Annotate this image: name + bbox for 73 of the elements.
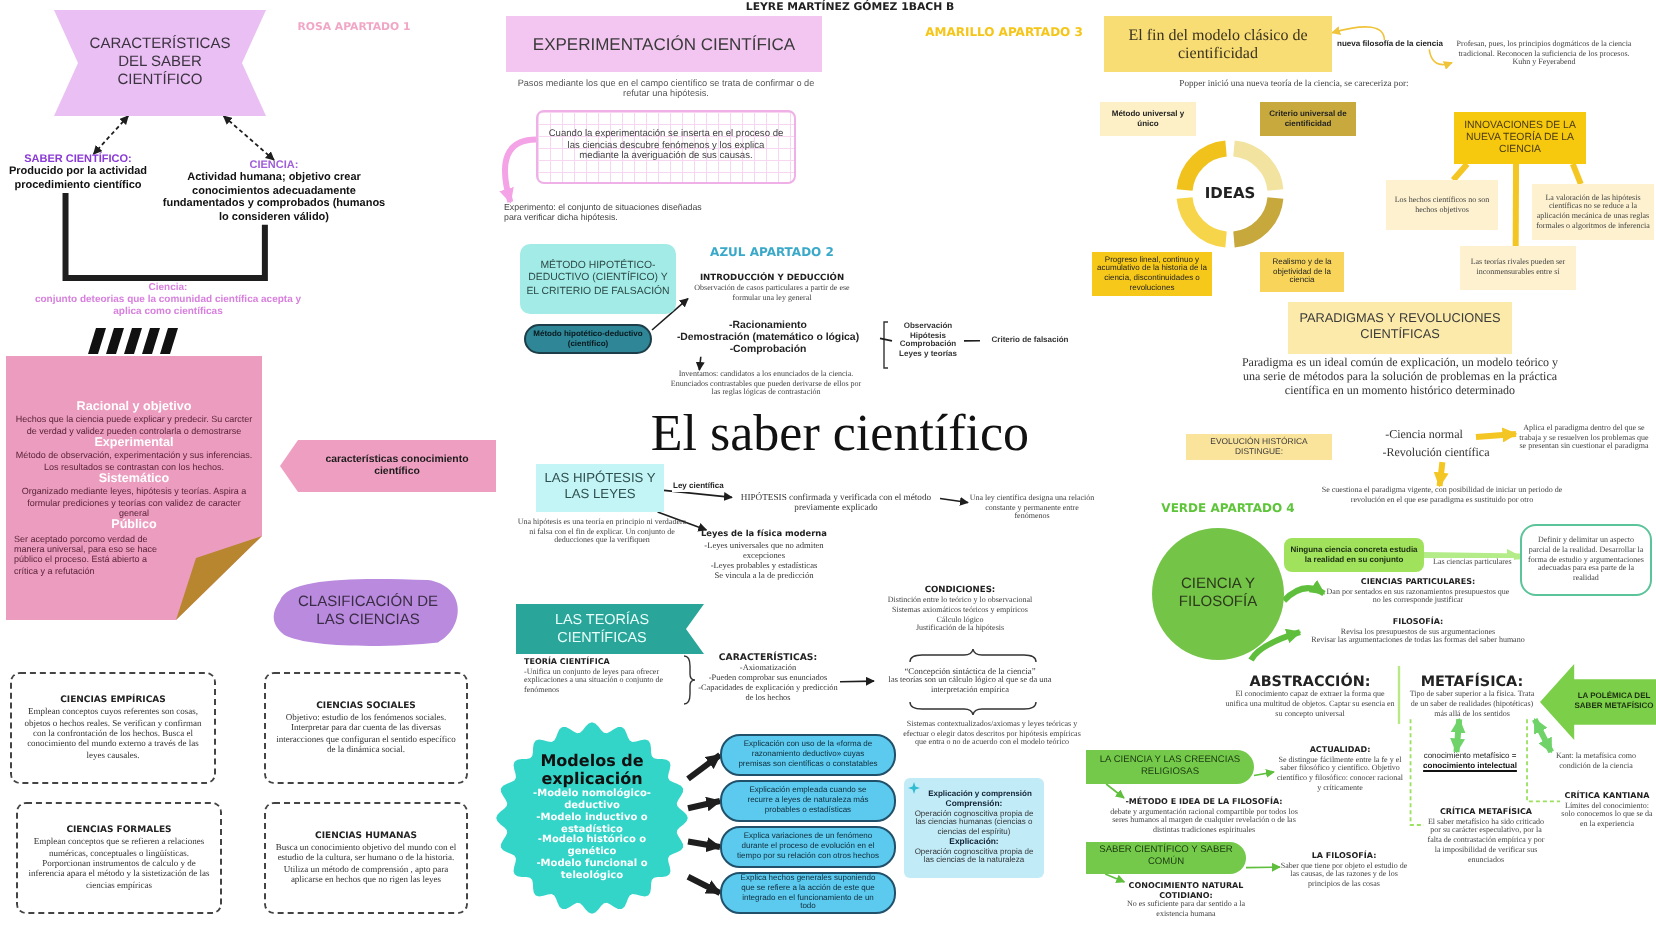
connector-line <box>1526 718 1561 803</box>
title-box <box>520 244 676 314</box>
arrow <box>1428 48 1453 70</box>
title-text: El fin del modelo clásico de cientificidad <box>1126 25 1310 63</box>
connector-line <box>879 337 893 342</box>
arrow <box>656 511 708 532</box>
idea-box <box>1100 102 1196 136</box>
arrow-banner <box>1540 664 1656 740</box>
page-title: El saber científico <box>648 406 1032 460</box>
connector-line <box>1450 162 1470 182</box>
arrow <box>1281 580 1326 603</box>
note-card <box>536 110 796 184</box>
dashed-box <box>264 802 468 914</box>
title-box <box>1288 302 1512 354</box>
connector-line <box>1409 718 1425 826</box>
pill-box <box>720 826 896 868</box>
arrow <box>1331 26 1386 41</box>
title-box <box>1454 112 1586 164</box>
pill-box <box>524 324 652 354</box>
arrow <box>686 752 722 782</box>
connector-line <box>1570 162 1584 186</box>
idea-box <box>1260 102 1356 136</box>
pill-box <box>720 780 896 822</box>
arrow <box>1475 427 1518 443</box>
connector-line <box>62 192 268 281</box>
idea-ring <box>1176 140 1284 248</box>
arrow <box>1423 548 1522 564</box>
double-arrow <box>92 115 130 155</box>
arrow <box>1104 873 1126 884</box>
info-card <box>904 778 1044 878</box>
arrow <box>839 676 875 686</box>
arrow <box>1253 768 1275 778</box>
title-box <box>506 16 822 72</box>
pill-box <box>720 872 896 914</box>
dashed-box <box>264 672 468 784</box>
arrow <box>939 496 969 506</box>
connector-line <box>963 339 981 342</box>
arrow-banner <box>280 440 496 492</box>
outlined-card <box>1520 524 1652 596</box>
scalloped-badge <box>496 720 688 916</box>
dashed-box <box>16 802 222 914</box>
arrow <box>1248 629 1302 662</box>
title-box <box>1104 16 1332 72</box>
arrow <box>687 837 722 853</box>
dashed-box <box>10 672 216 784</box>
ribbon-banner <box>54 10 266 116</box>
double-arrow <box>1532 717 1554 754</box>
arrow <box>651 297 689 331</box>
tab-banner <box>1086 842 1246 874</box>
heading-text: Modelos de explicación <box>540 752 644 789</box>
tab-banner <box>1086 750 1254 784</box>
arrow <box>687 796 722 812</box>
arrow <box>686 874 722 896</box>
arrow <box>695 355 705 371</box>
arrow <box>1105 783 1125 799</box>
rounded-box <box>1284 538 1424 572</box>
connector-line <box>1512 164 1520 246</box>
note-card <box>1386 180 1498 230</box>
circle-heading <box>1152 528 1284 660</box>
double-arrow <box>222 115 275 161</box>
title-box <box>536 464 664 512</box>
double-arrow <box>1450 717 1466 754</box>
title-text: EXPERIMENTACIÓN CIENTÍFICA <box>532 33 796 54</box>
title-box <box>1186 434 1332 460</box>
folded-note-card <box>6 356 262 620</box>
idea-box <box>1260 252 1344 292</box>
arrow <box>663 489 733 502</box>
arrow <box>1433 461 1449 488</box>
arrow <box>1245 862 1281 872</box>
pill-box <box>720 734 896 776</box>
note-card <box>1460 246 1576 290</box>
note-card <box>1532 184 1654 240</box>
ribbon-banner <box>516 604 704 654</box>
